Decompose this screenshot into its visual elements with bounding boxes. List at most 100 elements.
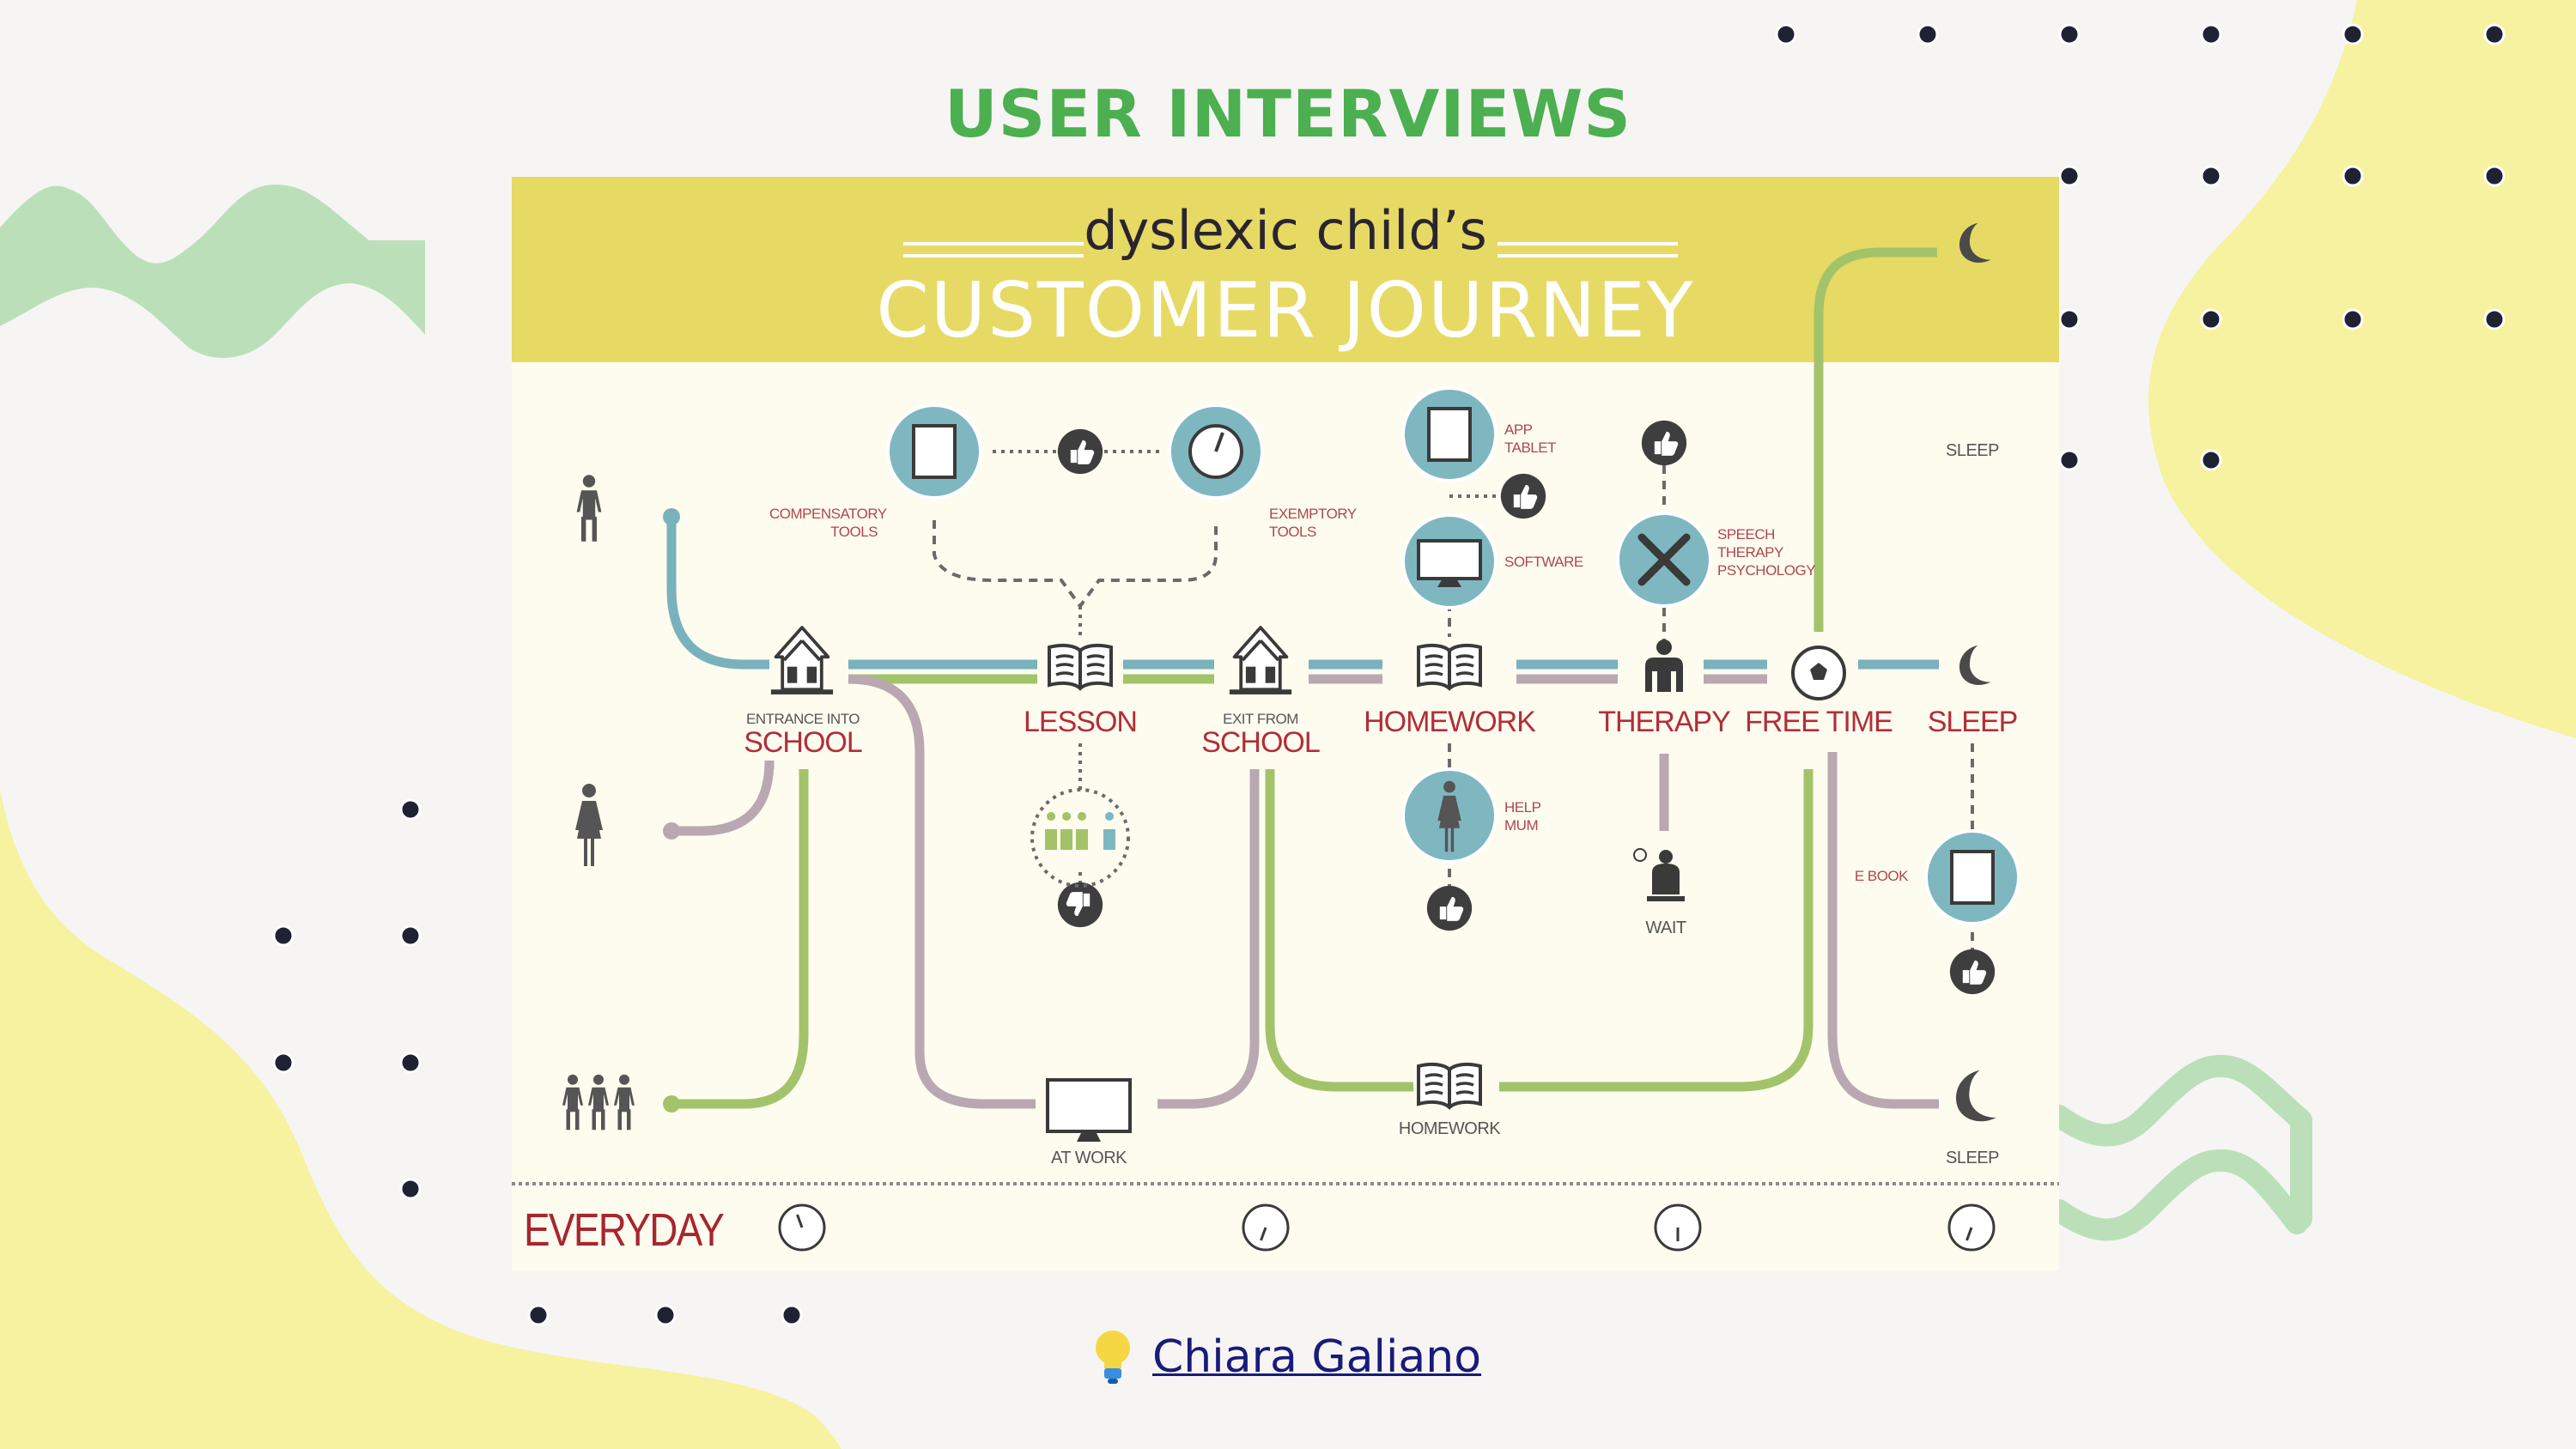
journey-marks xyxy=(562,222,2020,1252)
clock-hand xyxy=(1260,1227,1267,1241)
stage-label-free-time: FREE TIME xyxy=(1745,706,1893,738)
computer-stand xyxy=(1077,1131,1101,1142)
decor-dot xyxy=(399,925,422,947)
decor-dot xyxy=(1775,23,1797,45)
infographic-banner: dyslexic child’s CUSTOMER JOURNEY xyxy=(512,177,2059,362)
page-title: USER INTERVIEWS xyxy=(944,76,1632,152)
line-mother-start xyxy=(671,760,775,836)
clock-hand xyxy=(1965,1227,1973,1241)
stage-label-lesson: LESSON xyxy=(1024,706,1138,738)
green-wave-right xyxy=(2048,1054,2312,1241)
timeline-label-everyday: EVERYDAY xyxy=(524,1204,725,1256)
classmate-icon xyxy=(1060,812,1072,850)
line-mother-sleep xyxy=(1827,752,1939,1109)
dot-grid xyxy=(272,23,2506,1326)
classmate-icon xyxy=(1045,812,1057,850)
monitor-icon xyxy=(1417,539,1482,580)
line-classmates-homework xyxy=(1265,769,1413,1092)
author-link[interactable]: Chiara Galiano xyxy=(1152,1331,1482,1383)
decor-dot xyxy=(2483,165,2506,187)
thumbs-up-icon xyxy=(1426,885,1473,931)
decor-dot xyxy=(272,1052,295,1074)
decor-dot xyxy=(2200,165,2222,187)
decor-dot xyxy=(2200,308,2222,330)
infographic-subtitle: dyslexic child’s xyxy=(1084,199,1487,262)
decor-dot xyxy=(2058,23,2081,45)
stopwatch-hand xyxy=(1214,432,1224,452)
persona-node xyxy=(663,822,680,840)
label-wait: WAIT xyxy=(1645,919,1686,937)
footer-credit: Chiara Galiano xyxy=(1092,1329,1481,1385)
stage-label-homework: HOMEWORK xyxy=(1364,706,1536,738)
book-icon xyxy=(1048,643,1113,690)
label-sleep-top: SLEEP xyxy=(1946,441,1999,460)
decor-dot xyxy=(2342,165,2364,187)
group-icon xyxy=(588,1074,609,1131)
tablet-icon xyxy=(912,424,957,479)
green-wave-left xyxy=(0,185,425,358)
waiting-person-icon xyxy=(1659,850,1673,864)
note-app-tablet: APP TABLET xyxy=(1504,421,1556,456)
note-e-book: E BOOK xyxy=(1854,868,1909,884)
decor-dot xyxy=(399,1052,422,1074)
monitor-stand xyxy=(1437,579,1461,587)
label-sleep-bottom: SLEEP xyxy=(1946,1149,1999,1167)
moon-icon xyxy=(1959,222,1991,264)
label-at-work: AT WORK xyxy=(1051,1149,1127,1167)
decor-dot xyxy=(399,798,422,821)
decor-dot xyxy=(399,1178,422,1200)
book-icon xyxy=(1417,1062,1482,1109)
decor-dot xyxy=(654,1304,677,1326)
dyslexic-child-icon xyxy=(1103,812,1115,850)
decor-dot xyxy=(2058,308,2081,330)
note-compensatory-tools: COMPENSATORY TOOLS xyxy=(769,506,887,540)
clock-hand xyxy=(796,1214,804,1228)
stage-label-therapy: THERAPY xyxy=(1598,706,1731,738)
line-classmates-start xyxy=(671,769,809,1109)
stage-label-exit-school: SCHOOL xyxy=(1201,726,1321,759)
decor-dot xyxy=(272,925,295,947)
line-child-start xyxy=(666,517,769,670)
note-speech-therapy: SPEECH THERAPY PSYCHOLOGY xyxy=(1717,526,1816,579)
moon-icon xyxy=(1955,1070,1996,1122)
decor-dot xyxy=(2483,308,2506,330)
yellow-blob-top-right xyxy=(2148,0,2576,738)
decor-dot xyxy=(781,1304,803,1326)
stage-label-entrance-school: SCHOOL xyxy=(744,726,863,759)
line-mother-to-work xyxy=(848,674,1036,1109)
journey-map xyxy=(512,222,2059,1252)
school-icon xyxy=(769,626,835,696)
classmates-circle xyxy=(1030,788,1130,888)
tablet-icon xyxy=(1950,850,1995,905)
decor-dot xyxy=(2200,23,2222,45)
thumbs-up-icon xyxy=(1057,428,1103,475)
stage-label-sleep: SLEEP xyxy=(1927,706,2019,738)
book-icon xyxy=(1417,643,1482,690)
banner-rule xyxy=(903,254,1084,258)
banner-rule xyxy=(1498,242,1678,246)
group-icon xyxy=(562,1074,583,1131)
soccer-ball-pentagon xyxy=(1810,663,1827,680)
note-software: SOFTWARE xyxy=(1504,554,1583,570)
tools-icon xyxy=(1637,533,1691,586)
decor-dot xyxy=(1917,23,1939,45)
infographic-title: CUSTOMER JOURNEY xyxy=(876,266,1695,355)
therapist-body xyxy=(1645,658,1683,692)
line-free-to-sleep xyxy=(1814,247,1937,632)
moon-icon xyxy=(1959,645,1991,686)
thumbs-up-icon xyxy=(1500,473,1546,519)
decor-dot xyxy=(2483,23,2506,45)
banner-rule xyxy=(903,242,1084,246)
woman-icon xyxy=(575,784,603,866)
lightbulb-icon xyxy=(1096,1331,1130,1384)
thumbs-up-icon xyxy=(1641,420,1687,466)
note-exemptory-tools: EXEMPTORY TOOLS xyxy=(1269,506,1357,540)
note-help-mum: HELP MUM xyxy=(1504,799,1541,834)
thumbs-up-icon xyxy=(1949,949,1996,995)
waiting-chair xyxy=(1647,864,1685,901)
connector-tools xyxy=(933,520,1218,609)
decor-dot xyxy=(2342,308,2364,330)
customer-journey-infographic: dyslexic child’s CUSTOMER JOURNEY xyxy=(512,177,2059,1270)
line-mother-from-work xyxy=(1157,769,1260,1109)
